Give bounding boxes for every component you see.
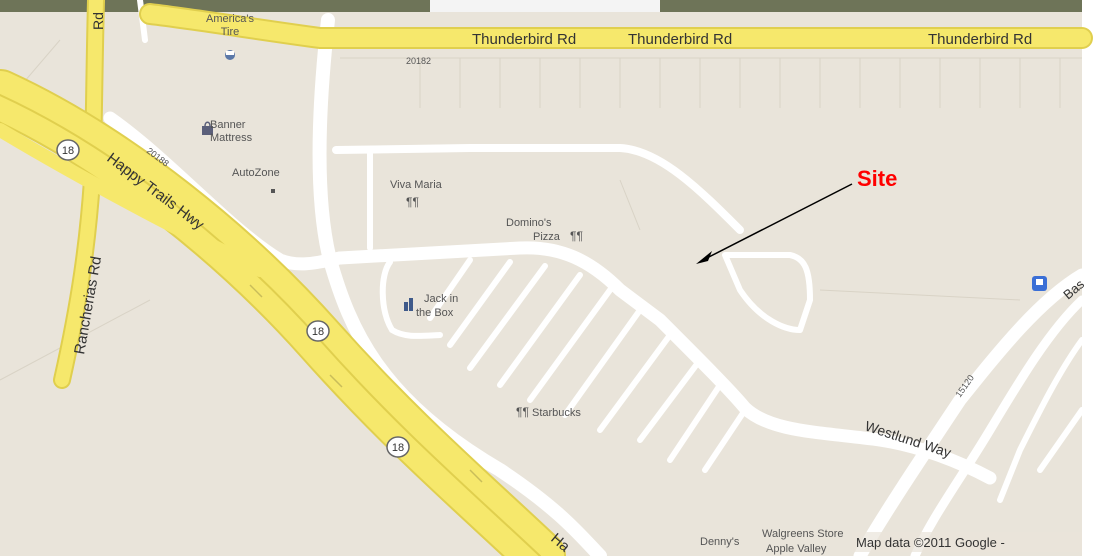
place-jack-in-the-box[interactable]: Jack in the Box — [404, 293, 458, 319]
place-label: Domino's — [506, 217, 552, 229]
satellite-strip-white — [430, 0, 660, 12]
place-label: Tire — [221, 26, 240, 38]
shopping-bag-icon — [202, 121, 213, 135]
place-label: Walgreens Store — [762, 528, 844, 540]
place-viva-maria[interactable]: Viva Maria ¶¶ — [390, 179, 443, 209]
car-icon — [225, 50, 235, 60]
route-shield-middle: 18 — [306, 320, 330, 342]
map-attribution[interactable]: Map data ©2011 Google - — [852, 532, 1082, 552]
route-shield-lower: 18 — [386, 436, 410, 458]
restaurant-icon: ¶¶ — [516, 405, 529, 419]
place-label: Viva Maria — [390, 179, 443, 191]
road-label-thunderbird: Thunderbird Rd — [928, 31, 1032, 48]
route-shield-label: 18 — [312, 326, 324, 338]
poi-dot-icon — [271, 189, 275, 193]
restaurant-icon: ¶¶ — [570, 229, 583, 243]
highway-arrows — [249, 284, 483, 483]
place-label: Jack in — [424, 293, 458, 305]
fast-food-icon — [404, 298, 413, 311]
restaurant-icon: ¶¶ — [406, 195, 419, 209]
place-label: Pizza — [533, 231, 561, 243]
place-label: the Box — [416, 307, 454, 319]
route-shield-label: 18 — [62, 145, 74, 157]
place-label: Mattress — [210, 132, 253, 144]
place-label: Denny's — [700, 536, 740, 548]
place-dominos[interactable]: Domino's Pizza ¶¶ — [506, 217, 583, 243]
attribution-text: Map data ©2011 Google - — [856, 535, 1005, 550]
local-roads — [103, 0, 1089, 556]
site-label: Site — [857, 166, 897, 191]
road-label-thunderbird: Thunderbird Rd — [628, 31, 732, 48]
place-banner-mattress[interactable]: Banner Mattress — [202, 119, 253, 144]
site-annotation: Site — [696, 166, 897, 264]
place-label: America's — [206, 13, 254, 25]
place-label: Banner — [210, 119, 246, 131]
place-walgreens[interactable]: Walgreens Store Apple Valley — [762, 528, 844, 555]
site-arrow-line — [702, 183, 853, 261]
bus-stop-icon[interactable] — [1032, 276, 1047, 291]
route-shield-label: 18 — [392, 442, 404, 454]
site-arrow-head — [696, 251, 712, 264]
address-number: 20182 — [406, 56, 431, 66]
road-label-rancherias-top: Rd — [90, 12, 106, 30]
place-label: Starbucks — [532, 407, 581, 419]
place-autozone[interactable]: AutoZone — [232, 167, 280, 193]
road-label-thunderbird: Thunderbird Rd — [472, 31, 576, 48]
place-americas-tire[interactable]: America's Tire — [206, 13, 254, 60]
place-label: Apple Valley — [766, 543, 827, 555]
route-shield-top-left: 18 — [56, 139, 80, 161]
place-starbucks[interactable]: ¶¶ Starbucks — [516, 405, 581, 419]
place-dennys[interactable]: Denny's — [700, 536, 740, 548]
map-border — [1082, 0, 1096, 556]
place-label: AutoZone — [232, 167, 280, 179]
